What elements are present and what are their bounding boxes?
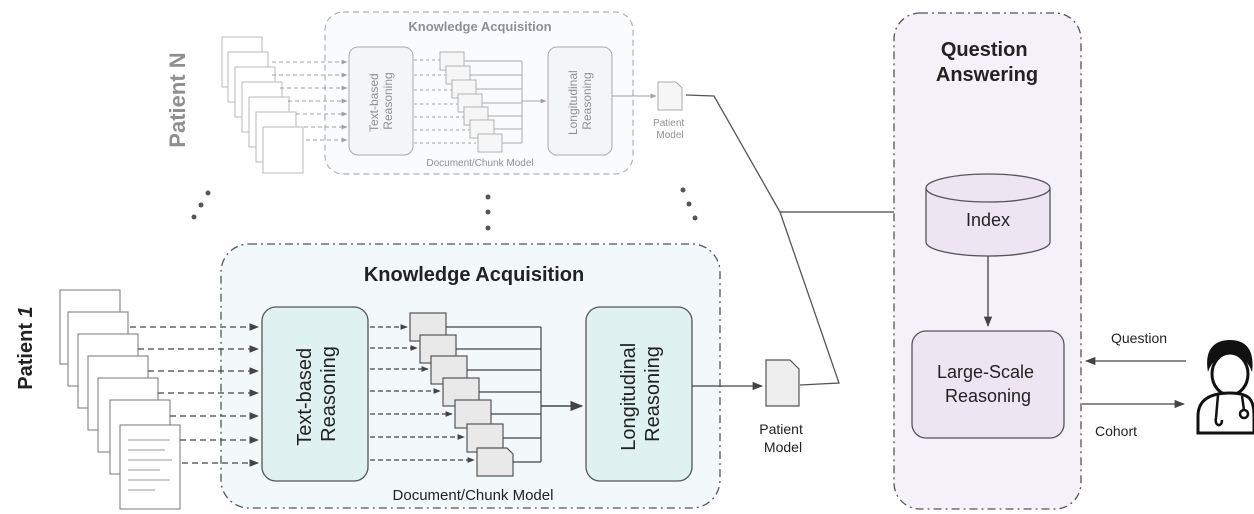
patient-n-text-reasoning-label: Text-based Reasoning	[367, 70, 395, 132]
ellipsis-dots	[191, 187, 698, 231]
patient-1-doc-arrows	[130, 323, 259, 467]
patient-1-chunks	[409, 312, 514, 477]
patient-1-chunk-arrows	[370, 324, 475, 463]
patient-n-model-label: Patient Model	[653, 118, 687, 141]
patient-1-ka-title: Knowledge Acquisition	[364, 264, 584, 286]
doctor-icon	[1196, 340, 1254, 435]
patient-1-documents	[59, 289, 181, 510]
patient-1-text-reasoning-box	[261, 306, 369, 482]
question-label: Question	[1111, 330, 1167, 346]
patient-1-longitudinal-box	[585, 306, 693, 482]
index-label: Index	[966, 210, 1010, 230]
patient-n-ka-title: Knowledge Acquisition	[408, 19, 551, 34]
patient-n-longitudinal-label: Longitudinal Reasoning	[566, 67, 594, 135]
patient-1-model-label: Patient Model	[759, 421, 806, 455]
patient-1-model-icon	[765, 359, 800, 407]
patient-n-chunks	[439, 51, 503, 153]
patient-1-text-reasoning-label: Text-based Reasoning	[294, 342, 340, 445]
patient-1-longitudinal-label: Longitudinal Reasoning	[618, 337, 664, 450]
patient-n-text-reasoning-box	[348, 46, 414, 156]
patient-n-longitudinal-box	[547, 46, 613, 156]
patient-1-to-index-line	[779, 211, 840, 386]
patient-n-model-icon	[657, 81, 683, 111]
patient-1-chunk-model-label: Document/Chunk Model	[393, 487, 554, 504]
index-database: Index	[925, 173, 1051, 257]
large-scale-reasoning-label: Large-Scale Reasoning	[937, 362, 1039, 406]
patient-n-label: Patient N	[165, 52, 190, 147]
patient-n-documents	[221, 36, 304, 174]
patient-n-chunk-model-label: Document/Chunk Model	[426, 158, 533, 169]
cohort-label: Cohort	[1095, 423, 1137, 439]
qa-title: Question Answering	[936, 39, 1038, 86]
patient-n-pipeline: Patient N Knowledge Acquisition Text-bas…	[165, 11, 687, 175]
patient-n-to-index-line	[685, 94, 781, 213]
patient-1-label: Patient 1	[15, 306, 37, 389]
large-scale-reasoning-box	[911, 330, 1065, 439]
